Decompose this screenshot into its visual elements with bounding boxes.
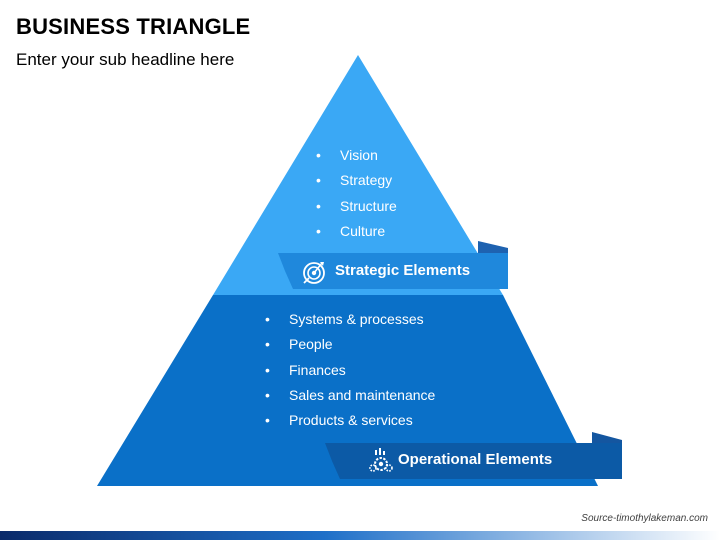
list-item: Vision — [316, 143, 397, 169]
operational-banner-fold — [592, 432, 622, 443]
page-title: BUSINESS TRIANGLE — [16, 14, 251, 39]
operational-items-list: Systems & processes People Finances Sale… — [265, 307, 435, 434]
bottom-accent-bar — [0, 531, 720, 540]
source-credit: Source-timothylakeman.com — [581, 513, 708, 524]
list-item: Products & services — [265, 408, 435, 434]
list-item: Systems & processes — [265, 307, 435, 333]
list-item: Sales and maintenance — [265, 383, 435, 409]
gears-chart-icon — [369, 448, 393, 472]
list-item: Finances — [265, 358, 435, 384]
list-item: Strategy — [316, 168, 397, 194]
strategic-items-list: Vision Strategy Structure Culture — [316, 143, 397, 244]
list-item: People — [265, 332, 435, 358]
target-icon — [303, 262, 325, 284]
list-item: Structure — [316, 194, 397, 220]
list-item: Culture — [316, 219, 397, 245]
operational-banner — [325, 443, 622, 479]
strategic-banner-fold — [478, 241, 508, 253]
strategic-elements-label: Strategic Elements — [335, 262, 471, 279]
strategic-banner — [278, 253, 508, 289]
page-subtitle: Enter your sub headline here — [16, 50, 235, 69]
operational-elements-label: Operational Elements — [398, 451, 553, 468]
